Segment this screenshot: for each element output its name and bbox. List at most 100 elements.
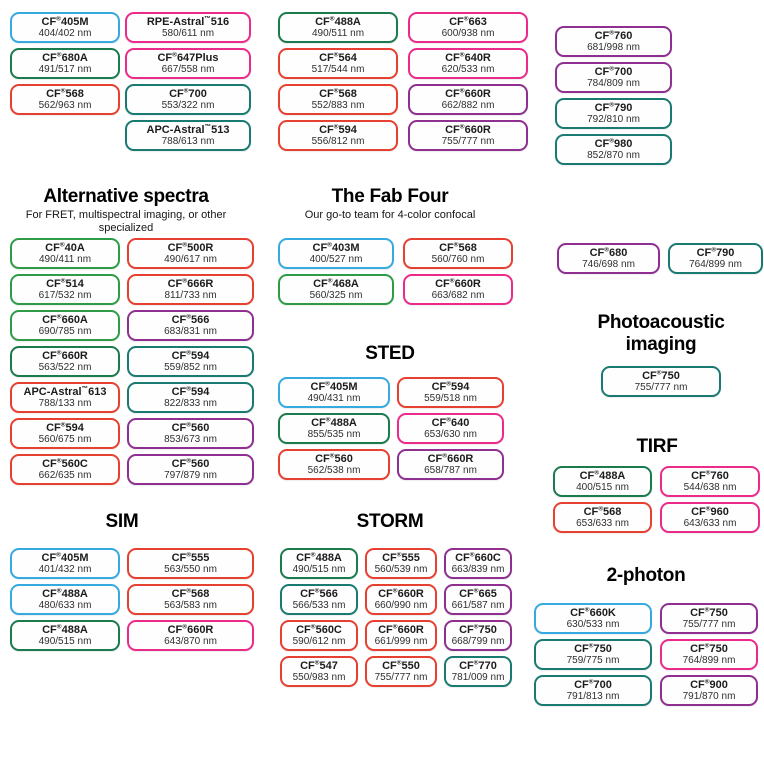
dye-name: CF®568 [583,504,622,518]
dye-wavelengths: 400/515 nm [576,481,629,493]
dye-name: CF®405M [310,379,358,393]
dye-wavelengths: 491/517 nm [38,63,92,75]
section-title-alternative-spectra: Alternative spectra [43,186,209,207]
dye-wavelengths: 797/879 nm [164,469,217,481]
dye-wavelengths: 490/617 nm [164,253,217,265]
dye-wavelengths: 663/682 nm [431,289,485,301]
dye-wavelengths: 490/515 nm [38,635,92,647]
dye-name: CF®660R [427,451,474,465]
dye-wavelengths: 401/432 nm [38,563,92,575]
dye-name: CF®700 [169,86,207,100]
dye-name: CF®660R [42,348,88,362]
dye-wavelengths: 784/809 nm [587,77,640,89]
dye-wavelengths: 643/633 nm [683,517,737,529]
dye-name: CF®566 [171,312,210,326]
dye-name: CF®550 [382,658,420,672]
dye-wavelengths: 580/611 nm [161,27,215,39]
dye-name: CF®750 [690,641,728,655]
dye-wavelengths: 630/533 nm [566,618,620,630]
dye-wavelengths: 550/983 nm [292,671,346,683]
dye-name: CF®488A [42,622,88,636]
section-title-2-photon: 2-photon [606,565,686,586]
dye-name: CF®594 [431,379,470,393]
dye-wavelengths: 560/675 nm [38,433,92,445]
dye-name: CF®750 [642,368,680,382]
dye-name: CF®760 [594,28,633,42]
dye-wavelengths: 563/522 nm [38,361,92,373]
dye-wavelengths: 517/544 nm [311,63,365,75]
dye-wavelengths: 764/899 nm [689,258,742,270]
dye-name: CF®660R [378,586,424,600]
dye-wavelengths: 400/527 nm [309,253,363,265]
dye-name: CF®403M [312,240,360,254]
dye-name: APC-Astral™513 [146,122,230,136]
dye-wavelengths: 617/532 nm [38,289,92,301]
dye-name: CF®488A [315,14,361,28]
dye-name: CF®700 [574,677,612,691]
dye-name: CF®560C [296,622,342,636]
dye-wavelengths: 755/777 nm [374,671,428,683]
dye-wavelengths: 562/538 nm [307,464,361,476]
dye-wavelengths: 764/899 nm [682,654,736,666]
dye-wavelengths: 562/963 nm [38,99,92,111]
dye-name: CF®680A [42,50,88,64]
dye-name: CF®760 [691,468,729,482]
section-header-2-photon: 2-photon [546,565,746,587]
dye-name: CF®40A [45,240,85,254]
dye-wavelengths: 560/325 nm [309,289,363,301]
dye-wavelengths: 662/882 nm [441,99,495,111]
dye-name: CF®960 [691,504,729,518]
dye-wavelengths: 490/411 nm [38,253,92,265]
dye-name: CF®680 [589,245,628,259]
dye-name: CF®568 [46,86,84,100]
dye-name: CF®750 [690,605,728,619]
section-header-fab-four: The Fab Four Our go-to team for 4-color … [270,186,510,222]
dye-name: CF®640 [431,415,470,429]
dye-name: CF®488A [296,550,342,564]
dye-name: CF®790 [594,100,633,114]
section-title-sted: STED [365,343,415,364]
dye-name: CF®750 [459,622,497,636]
section-header-photoacoustic: Photoacoustic imaging [586,312,736,356]
dye-name: CF®660K [570,605,616,619]
section-header-storm: STORM [290,511,490,533]
dye-name: CF®560 [315,451,353,465]
